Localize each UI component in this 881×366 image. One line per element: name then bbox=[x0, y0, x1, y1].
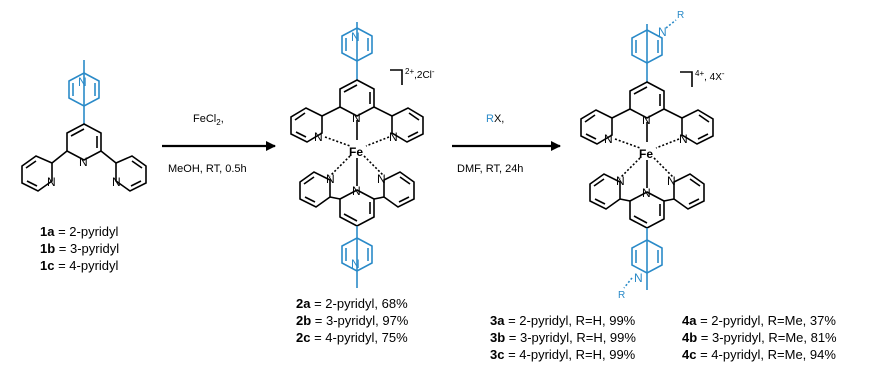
svg-text:N: N bbox=[667, 174, 676, 188]
label-2b: 2b = 3-pyridyl, 97% bbox=[296, 313, 409, 328]
conditions-1: MeOH, RT, 0.5h bbox=[168, 163, 247, 175]
svg-text:R: R bbox=[677, 10, 684, 21]
svg-text:N: N bbox=[352, 111, 361, 125]
label-3c: 3c = 4-pyridyl, R=H, 99% bbox=[490, 347, 636, 362]
atom-labels-ligand-1: N N N N bbox=[47, 75, 121, 189]
label-1c: 1c = 4-pyridyl bbox=[40, 258, 119, 273]
conditions-2: DMF, RT, 24h bbox=[457, 163, 523, 175]
label-2c: 2c = 4-pyridyl, 75% bbox=[296, 330, 408, 345]
label-4a: 4a = 2-pyridyl, R=Me, 37% bbox=[682, 313, 836, 328]
label-4b: 4b = 3-pyridyl, R=Me, 81% bbox=[682, 330, 837, 345]
svg-text:N: N bbox=[377, 172, 386, 186]
label-1a: 1a = 2-pyridyl bbox=[40, 224, 119, 239]
label-3a: 3a = 2-pyridyl, R=H, 99% bbox=[490, 313, 636, 328]
svg-text:N: N bbox=[79, 155, 88, 169]
svg-text:Fe: Fe bbox=[639, 147, 653, 161]
structure-complex-2 bbox=[290, 22, 424, 288]
svg-text:N: N bbox=[112, 175, 121, 189]
svg-text:N: N bbox=[642, 186, 651, 200]
svg-text:N: N bbox=[658, 25, 667, 39]
label-4c: 4c = 4-pyridyl, R=Me, 94% bbox=[682, 347, 836, 362]
svg-text:N: N bbox=[352, 184, 361, 198]
charge-complex-2: 2+,2Cl- bbox=[405, 67, 435, 81]
label-2a: 2a = 2-pyridyl, 68% bbox=[296, 296, 408, 311]
svg-text:N: N bbox=[326, 172, 335, 186]
svg-text:R: R bbox=[618, 290, 625, 301]
structure-ligand-1 bbox=[21, 60, 147, 192]
svg-text:N: N bbox=[314, 130, 323, 144]
svg-text:N: N bbox=[616, 174, 625, 188]
atom-labels-complex-2: N N N N Fe N N N N bbox=[314, 30, 398, 271]
svg-text:N: N bbox=[47, 175, 56, 189]
svg-text:N: N bbox=[389, 130, 398, 144]
charge-complex-3: 4+, 4X- bbox=[695, 69, 725, 83]
svg-text:N: N bbox=[604, 132, 613, 146]
svg-text:N: N bbox=[642, 113, 651, 127]
svg-text:N: N bbox=[634, 271, 643, 285]
svg-text:N: N bbox=[351, 257, 360, 271]
svg-text:N: N bbox=[351, 30, 360, 44]
structure-complex-3 bbox=[580, 19, 714, 290]
svg-text:N: N bbox=[78, 75, 87, 89]
svg-text:Fe: Fe bbox=[349, 145, 363, 159]
svg-text:N: N bbox=[679, 132, 688, 146]
reagent-rx: RX, bbox=[486, 113, 504, 125]
label-1b: 1b = 3-pyridyl bbox=[40, 241, 120, 256]
label-3b: 3b = 3-pyridyl, R=H, 99% bbox=[490, 330, 636, 345]
reagent-fecl2: FeCl2, bbox=[193, 113, 224, 127]
atom-labels-complex-3: N R N N N Fe N N N N R bbox=[604, 10, 688, 301]
